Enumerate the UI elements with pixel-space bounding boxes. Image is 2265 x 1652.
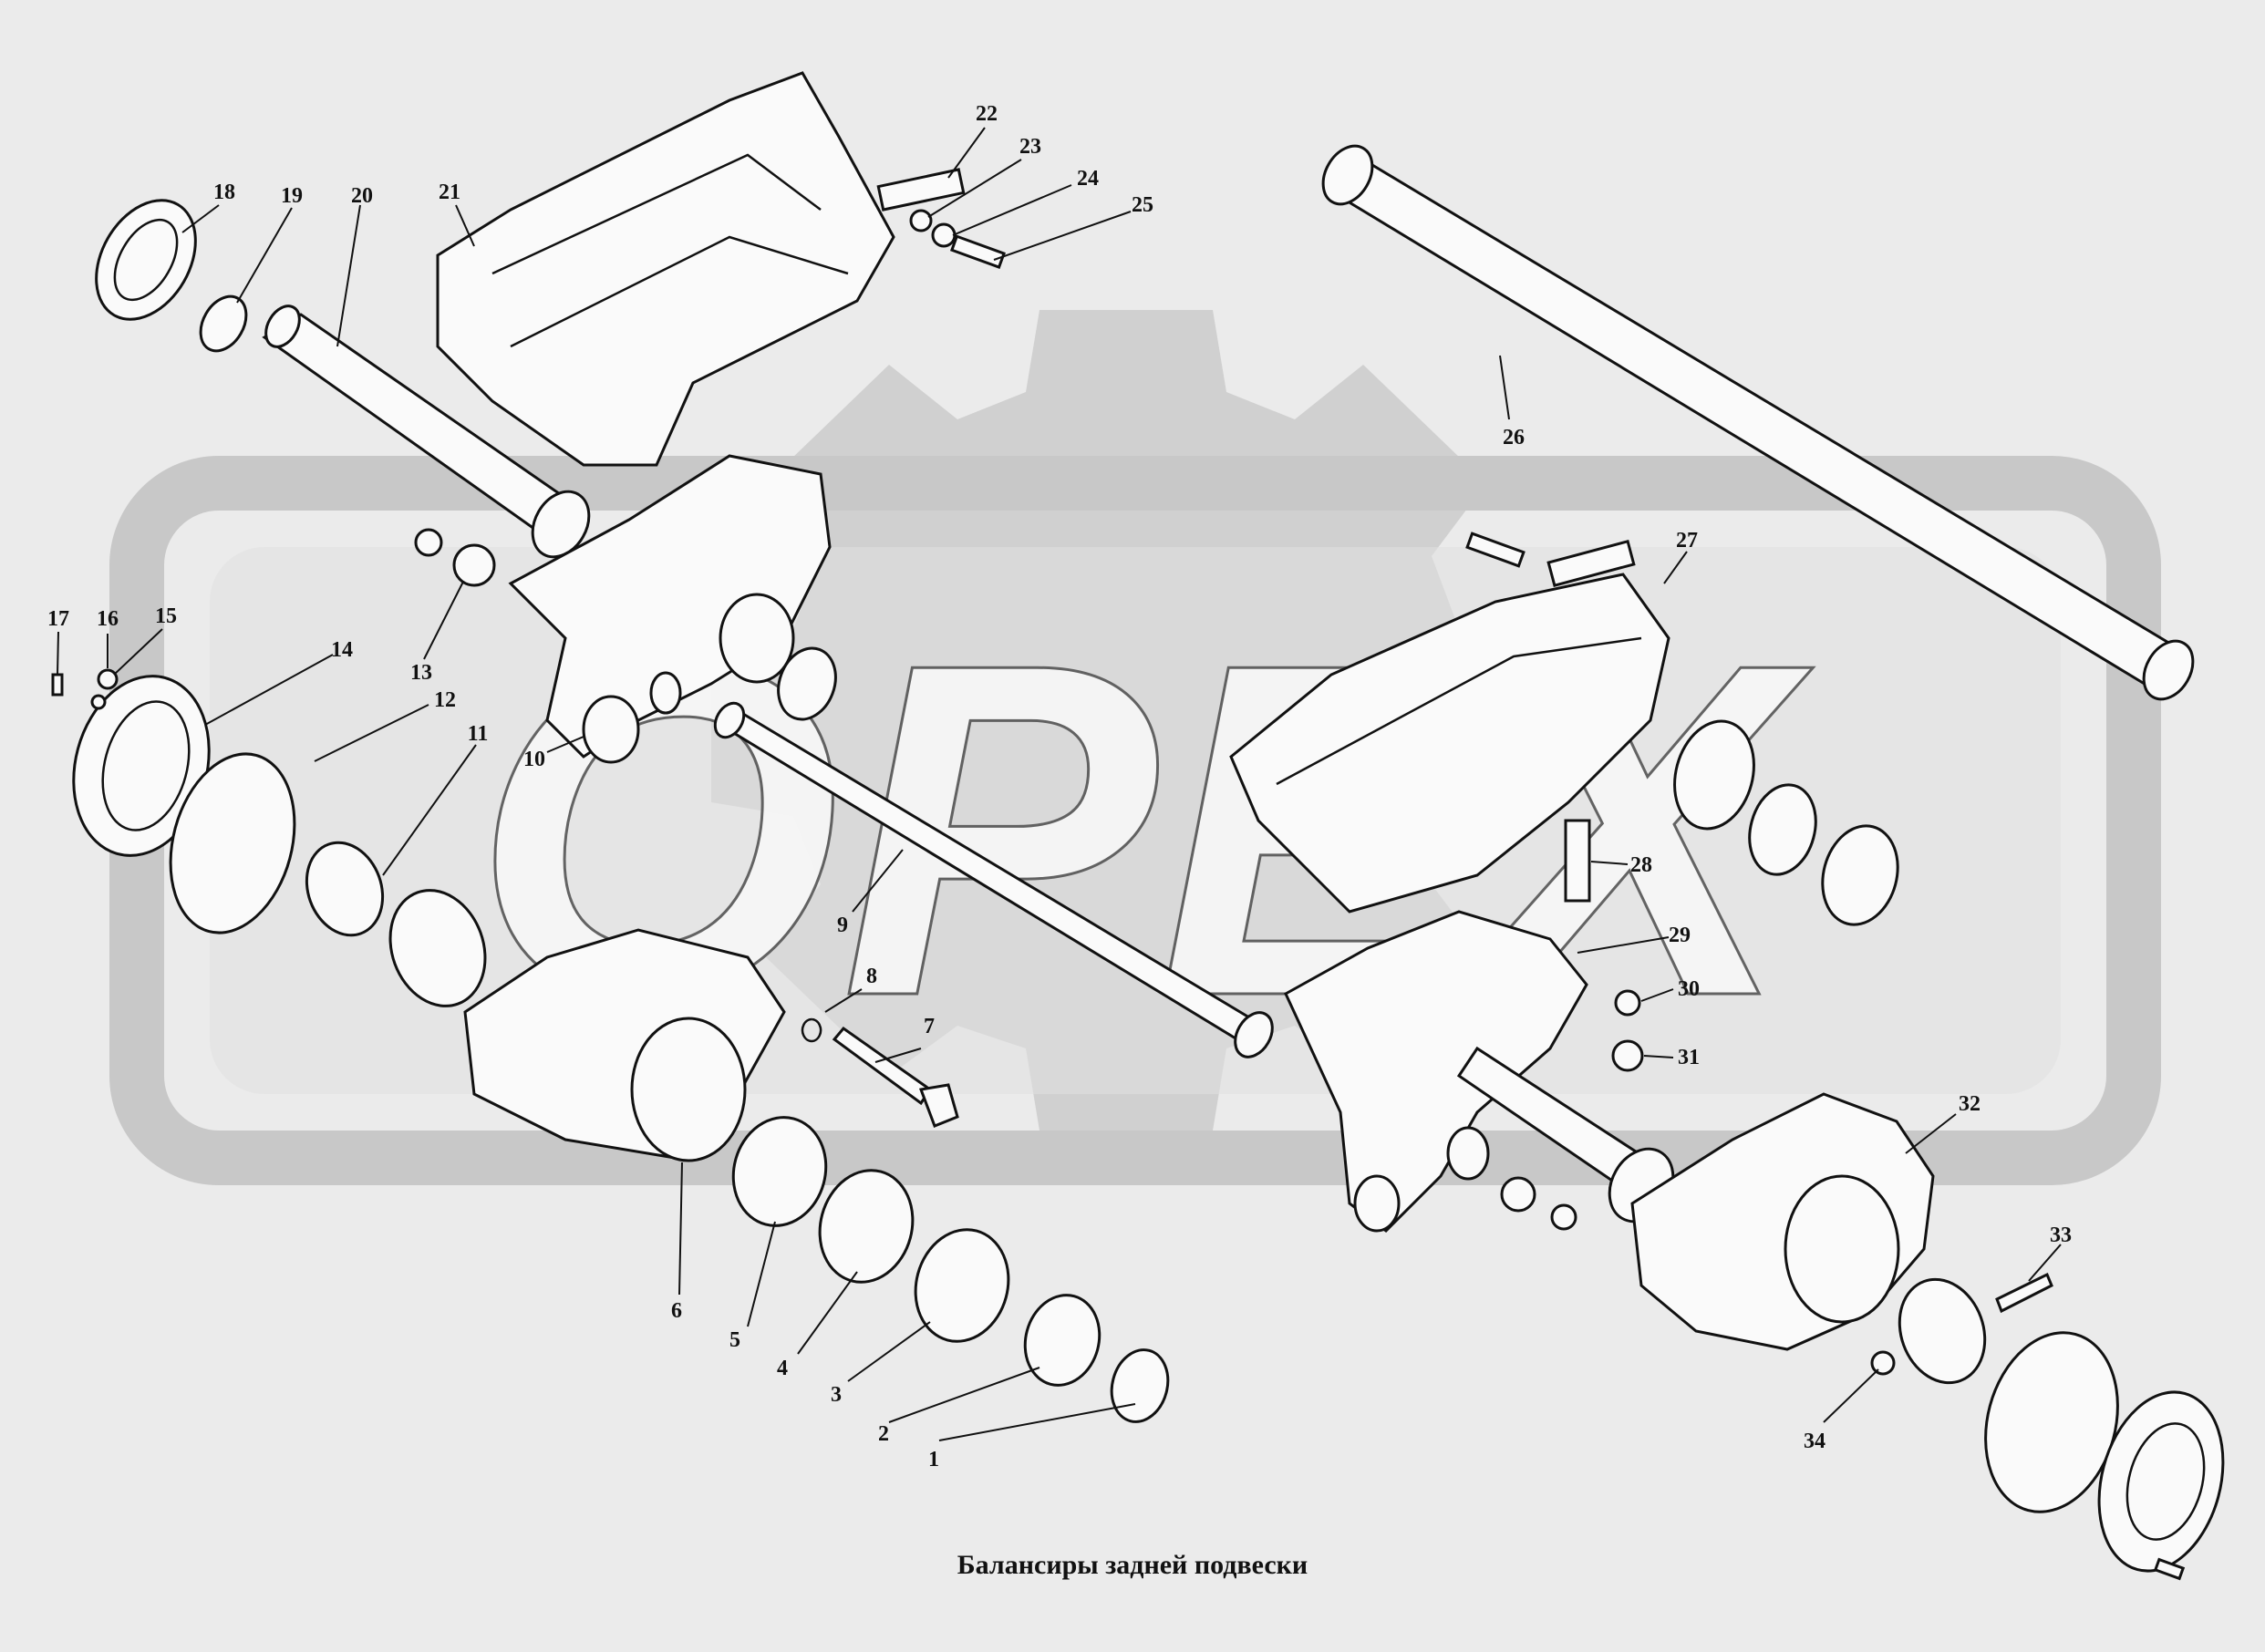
part-30-washer [1614,989,1641,1017]
part-13-nut [452,543,496,587]
callout-4: 4 [777,1357,788,1380]
part-33-bolt [1995,1272,2053,1314]
part-19-bushing [199,294,248,353]
part-12-gasket [169,752,296,934]
part-8-cotter-pin [801,1017,822,1043]
part-31-nut [1611,1039,1644,1072]
callout-2: 2 [878,1422,889,1446]
callout-5: 5 [729,1328,740,1352]
callout-34: 34 [1804,1430,1825,1453]
part-3-ring [914,1228,1010,1343]
callout-24: 24 [1077,167,1099,191]
callouts: 1 2 3 4 5 6 7 8 9 10 11 12 13 14 15 16 1… [47,102,2072,1471]
callout-8: 8 [866,965,877,988]
part-22-plate [876,168,966,212]
callout-33: 33 [2050,1224,2072,1247]
callout-14: 14 [331,638,353,662]
part-24-nut [931,222,957,248]
part-28-stud [1564,819,1591,903]
part-34-nut [1870,1350,1896,1376]
callout-13: 13 [410,661,432,685]
callout-16: 16 [97,607,119,631]
callout-20: 20 [351,184,373,208]
callout-23: 23 [1019,135,1041,159]
part-25-bolt [949,234,1006,270]
callout-19: 19 [281,184,303,208]
part-16-washer [97,668,119,690]
callout-31: 31 [1678,1046,1700,1069]
diagram-caption: Балансиры задней подвески [957,1550,1308,1580]
callout-18: 18 [213,181,235,204]
callout-11: 11 [468,722,489,746]
callout-10: 10 [523,748,545,771]
part-23-washer [909,209,933,232]
callout-26: 26 [1503,426,1525,449]
callout-25: 25 [1132,193,1153,217]
part-17-bolt [51,673,64,697]
callout-12: 12 [434,688,456,712]
callout-22: 22 [976,102,998,126]
callout-15: 15 [155,604,177,628]
part-27-bracket [1229,573,1670,914]
callout-32: 32 [1959,1092,1981,1116]
callout-29: 29 [1669,924,1691,947]
part-1-ring [1110,1348,1170,1423]
callout-21: 21 [439,181,460,204]
callout-9: 9 [837,914,848,937]
part-15-nut [90,694,107,710]
callout-28: 28 [1630,853,1652,877]
part-5-bushing [731,1116,828,1227]
part-11-clamp [305,841,385,937]
part-2-ring [1023,1294,1101,1387]
callout-3: 3 [831,1383,842,1407]
leader-lines [57,127,2062,1441]
callout-6: 6 [671,1299,682,1323]
callout-1: 1 [928,1448,939,1471]
callout-30: 30 [1678,977,1700,1001]
callout-17: 17 [47,607,69,631]
parts [51,71,2225,1581]
callout-7: 7 [924,1015,935,1038]
callout-27: 27 [1676,529,1698,552]
part-18-seal [95,199,197,321]
